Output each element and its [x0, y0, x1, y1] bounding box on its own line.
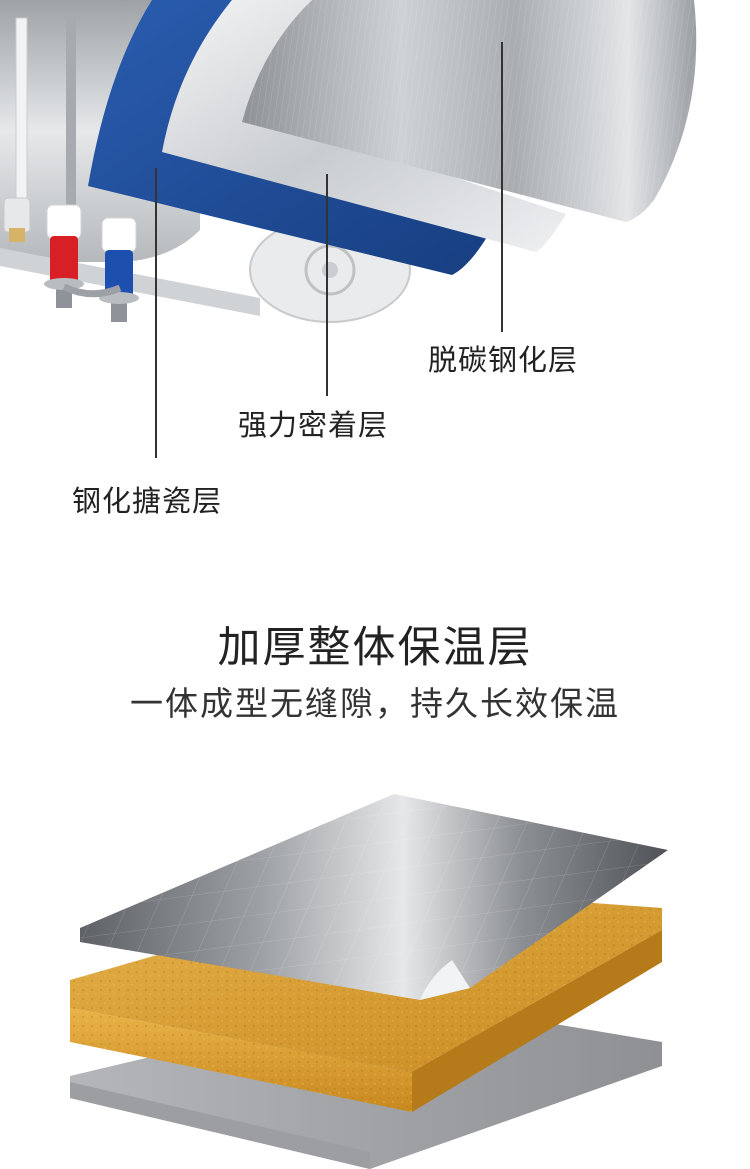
insulation-subtitle: 一体成型无缝隙，持久长效保温: [130, 684, 620, 723]
insulation-stack-illustration: [70, 794, 668, 1169]
middle-layer-label: 强力密着层: [238, 408, 389, 442]
aluminum-foil-layer: [80, 794, 668, 1000]
heating-rod: [15, 17, 28, 219]
outer-layer-label: 脱碳钢化层: [428, 343, 579, 377]
tank-cutaway-illustration: [0, 0, 697, 458]
brass-fitting: [3, 197, 31, 242]
outer-steel-shell: [242, 0, 697, 222]
cold-inlet-pipe: [44, 204, 84, 308]
anode-rod: [66, 14, 76, 214]
hot-outlet-pipe: [99, 217, 139, 322]
inner-layer-label: 钢化搪瓷层: [72, 484, 223, 518]
bonding-layer: [162, 0, 566, 252]
insulation-title: 加厚整体保温层: [217, 623, 533, 673]
